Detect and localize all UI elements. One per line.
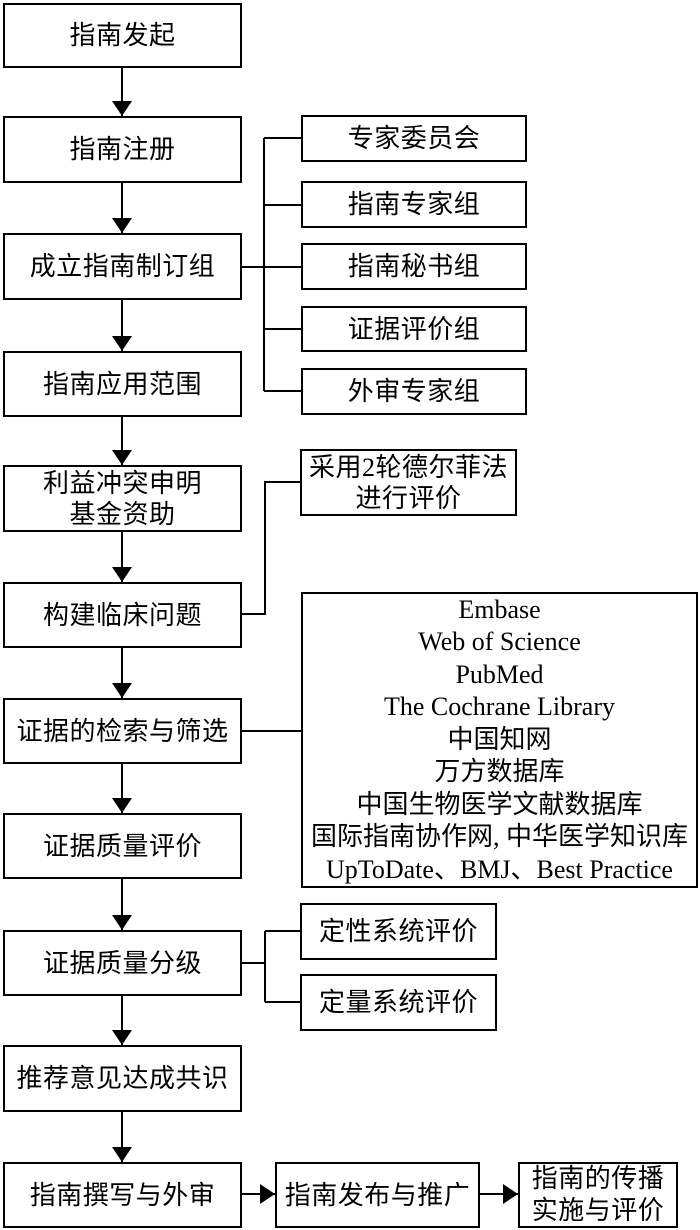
flow-box-label: 指南发起 — [69, 21, 176, 50]
flow-box-label: 证据质量评价 — [42, 831, 202, 861]
flow-box-evidence-search: 证据的检索与筛选 — [3, 698, 242, 764]
flow-box-label: 推荐意见达成共识 — [16, 1064, 229, 1093]
flow-box-label: 指南的传播 — [531, 1164, 665, 1193]
flow-box-initiation: 指南发起 — [3, 3, 242, 68]
flow-box-form-development-group: 成立指南制订组 — [3, 233, 242, 300]
flow-box-label: 指南注册 — [69, 135, 176, 164]
flow-box-registration: 指南注册 — [3, 116, 242, 183]
flow-box-application-scope: 指南应用范围 — [3, 351, 242, 417]
flow-box-coi-and-funding: 利益冲突申明 基金资助 — [3, 465, 242, 532]
note-box-label: 定量系统评价 — [318, 988, 478, 1017]
flow-box-label: 实施与评价 — [531, 1196, 665, 1225]
group-box-expert-committee: 专家委员会 — [301, 115, 527, 162]
database-name: UpToDate、BMJ、Best Practice — [326, 854, 673, 884]
flow-box-label: 利益冲突申明 — [42, 468, 202, 498]
database-name: Embase — [458, 594, 541, 624]
group-box-guideline-expert-group: 指南专家组 — [301, 181, 527, 228]
database-name: 万方数据库 — [434, 757, 565, 787]
group-box-label: 外审专家组 — [347, 377, 481, 406]
flow-box-label: 成立指南制订组 — [29, 252, 216, 281]
note-box-label: 定性系统评价 — [318, 917, 478, 946]
flow-box-label: 构建临床问题 — [42, 600, 202, 630]
flow-box-label: 基金资助 — [69, 499, 176, 529]
flow-box-label: 证据的检索与筛选 — [16, 716, 229, 746]
flow-box-label: 指南应用范围 — [42, 369, 202, 399]
group-box-external-review-group: 外审专家组 — [301, 368, 527, 415]
flow-box-label: 指南撰写与外审 — [29, 1180, 216, 1210]
flow-box-consensus: 推荐意见达成共识 — [3, 1045, 242, 1112]
group-box-label: 专家委员会 — [347, 124, 481, 153]
flow-box-evidence-grading: 证据质量分级 — [3, 930, 242, 996]
note-box-delphi-method: 采用2轮德尔菲法 进行评价 — [300, 449, 517, 516]
flow-box-label: 证据质量分级 — [42, 948, 202, 978]
database-name: PubMed — [455, 659, 544, 689]
group-box-secretary-group: 指南秘书组 — [301, 243, 527, 290]
flow-box-label: 指南发布与推广 — [284, 1180, 471, 1210]
group-box-label: 指南秘书组 — [347, 252, 481, 281]
database-name: 国际指南协作网, 中华医学知识库 — [310, 822, 688, 852]
database-name: Web of Science — [418, 627, 581, 657]
review-types-bracket — [242, 930, 300, 1003]
flow-box-clinical-questions: 构建临床问题 — [3, 582, 242, 648]
flow-box-evidence-appraisal: 证据质量评价 — [3, 813, 242, 879]
note-box-qualitative-systematic-review: 定性系统评价 — [300, 903, 497, 960]
database-name: 中国生物医学文献数据库 — [356, 789, 643, 819]
note-box-label: 采用2轮德尔菲法 — [308, 452, 508, 482]
flow-box-dissemination-implementation-evaluation: 指南的传播 实施与评价 — [518, 1162, 678, 1228]
note-box-quantitative-systematic-review: 定量系统评价 — [300, 974, 497, 1031]
database-name: 中国知网 — [447, 724, 552, 754]
working-groups-bracket — [242, 137, 301, 392]
note-box-databases: Embase Web of Science PubMed The Cochran… — [301, 592, 698, 888]
delphi-connector — [242, 481, 300, 615]
group-box-label: 证据评价组 — [347, 314, 481, 344]
flow-box-drafting-external-review: 指南撰写与外审 — [3, 1162, 242, 1228]
database-name: The Cochrane Library — [383, 692, 615, 722]
flow-box-publication-promotion: 指南发布与推广 — [275, 1162, 480, 1228]
group-box-label: 指南专家组 — [347, 190, 481, 219]
group-box-evidence-evaluation-group: 证据评价组 — [301, 306, 527, 352]
note-box-label: 进行评价 — [355, 483, 462, 513]
